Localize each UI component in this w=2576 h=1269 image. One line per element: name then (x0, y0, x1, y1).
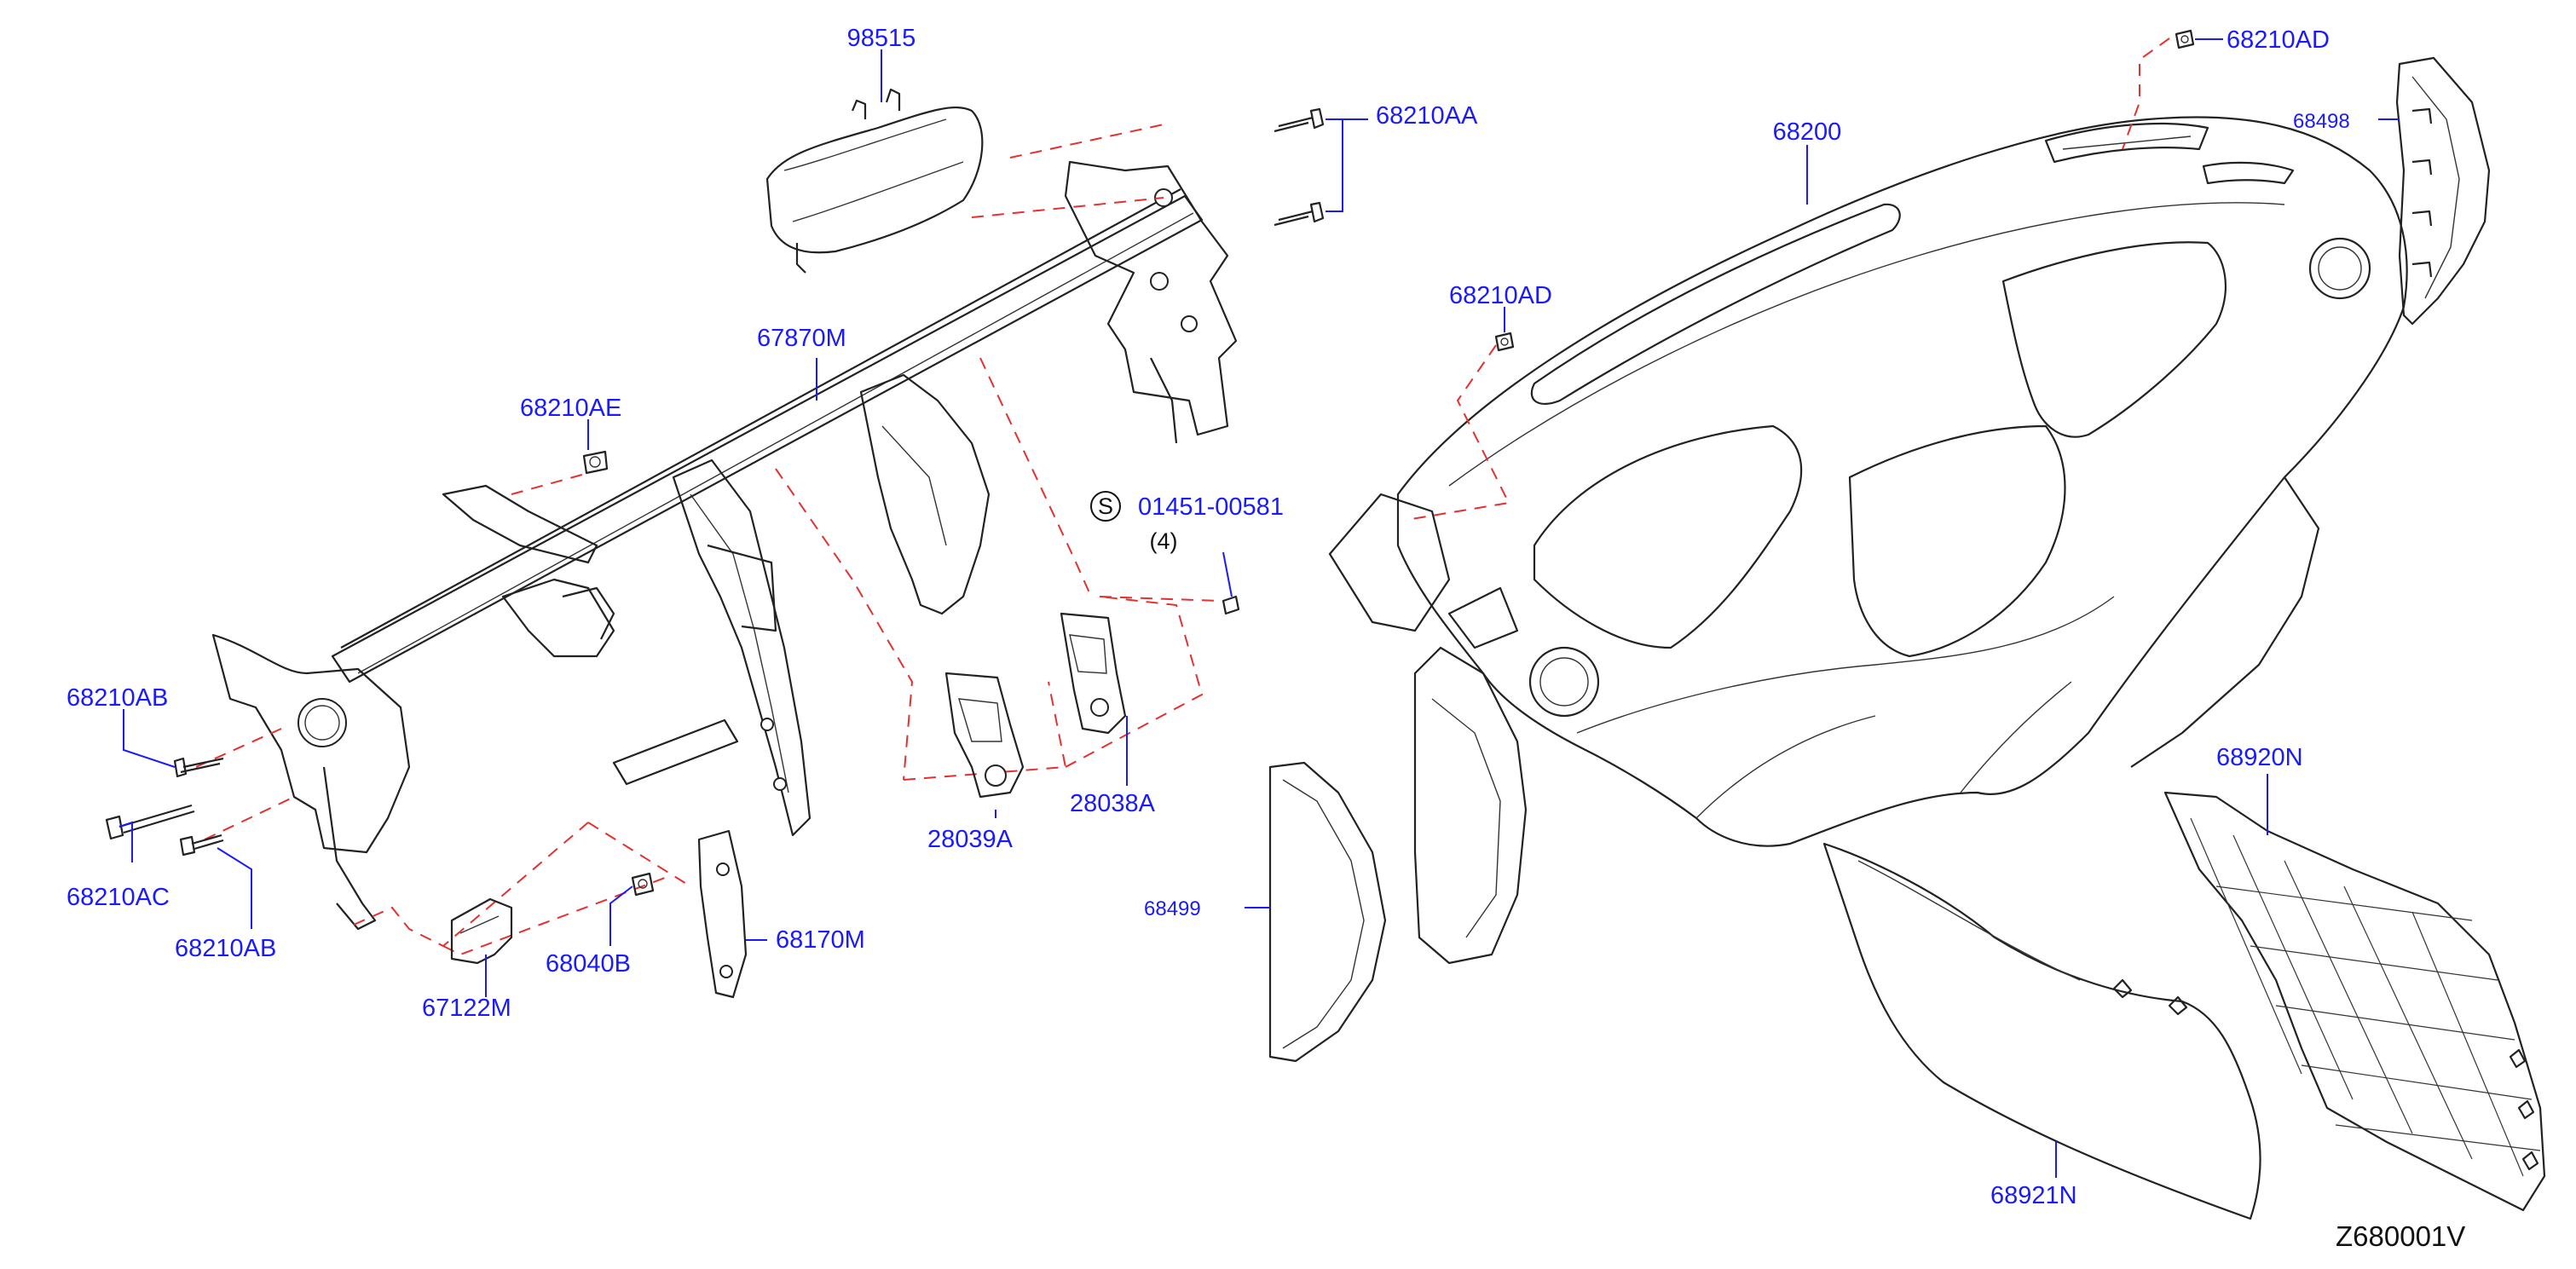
bracket-67122M[interactable] (450, 897, 513, 965)
nut-68210AE[interactable] (582, 450, 609, 475)
nut-68040B[interactable] (631, 872, 655, 897)
label-28039A[interactable]: 28039A (927, 826, 1014, 853)
part-labels: 98515 68210AA 68210AD 68498 68200 68210A… (66, 25, 2465, 1252)
clip-68210AD-top[interactable] (2175, 29, 2195, 49)
bolt-68210AA[interactable] (1274, 107, 1325, 227)
label-67122M[interactable]: 67122M (422, 995, 511, 1022)
label-01451-quantity: (4) (1150, 528, 1178, 554)
label-01451-00581[interactable]: 01451-00581 (1138, 493, 1284, 521)
label-68040B[interactable]: 68040B (546, 950, 631, 978)
lower-cover-68920N[interactable] (2163, 791, 2546, 1212)
dashed-guides-right (1406, 37, 2170, 521)
label-68498[interactable]: 68498 (2293, 110, 2350, 133)
brace-68170M[interactable] (612, 718, 748, 999)
diagram-reference-id: Z680001V (2336, 1220, 2465, 1252)
clip-68210AD-mid[interactable] (1494, 332, 1515, 352)
bolt-68210AB-left[interactable] (173, 757, 224, 778)
airbag-module-98515[interactable] (765, 88, 984, 274)
left-mounting-tab[interactable] (442, 484, 615, 658)
label-68210AA[interactable]: 68210AA (1376, 102, 1478, 130)
label-68200[interactable]: 68200 (1773, 118, 1842, 146)
label-68210AB-bottom[interactable]: 68210AB (175, 935, 276, 962)
label-28038A[interactable]: 28038A (1070, 790, 1156, 817)
side-cover-68499[interactable] (1268, 761, 1387, 1063)
steering-member-beam[interactable] (211, 160, 1238, 931)
label-68210AE[interactable]: 68210AE (520, 395, 621, 422)
s-symbol: S (1098, 493, 1113, 519)
label-68920N[interactable]: 68920N (2216, 744, 2303, 771)
bracket-28038A[interactable] (1060, 612, 1127, 735)
label-98515[interactable]: 98515 (847, 25, 916, 52)
label-68210AB-left[interactable]: 68210AB (66, 684, 168, 712)
label-68170M[interactable]: 68170M (776, 926, 865, 954)
center-vertical-bracket[interactable] (672, 459, 811, 837)
label-68210AD-mid[interactable]: 68210AD (1449, 282, 1552, 309)
screw-01451-00581[interactable] (1222, 595, 1240, 615)
airbag-bracket[interactable] (859, 373, 991, 615)
bolt-68210AC[interactable] (105, 804, 195, 840)
bolt-68210AB-bottom[interactable] (179, 834, 224, 857)
label-68210AD-top[interactable]: 68210AD (2227, 26, 2330, 54)
label-67870M[interactable]: 67870M (757, 325, 846, 352)
dashed-guides-left (195, 123, 1220, 956)
s-symbol-circle (1090, 491, 1121, 522)
bracket-28039A[interactable] (944, 672, 1025, 799)
lower-cover-68921N[interactable] (1822, 842, 2261, 1220)
label-68499[interactable]: 68499 (1144, 897, 1201, 920)
label-68210AC[interactable]: 68210AC (66, 884, 170, 911)
side-cover-68498[interactable] (2395, 56, 2491, 326)
instrument-panel-68200[interactable] (1328, 116, 2408, 965)
label-68921N[interactable]: 68921N (1990, 1182, 2077, 1209)
leader-lines (118, 38, 2400, 1178)
